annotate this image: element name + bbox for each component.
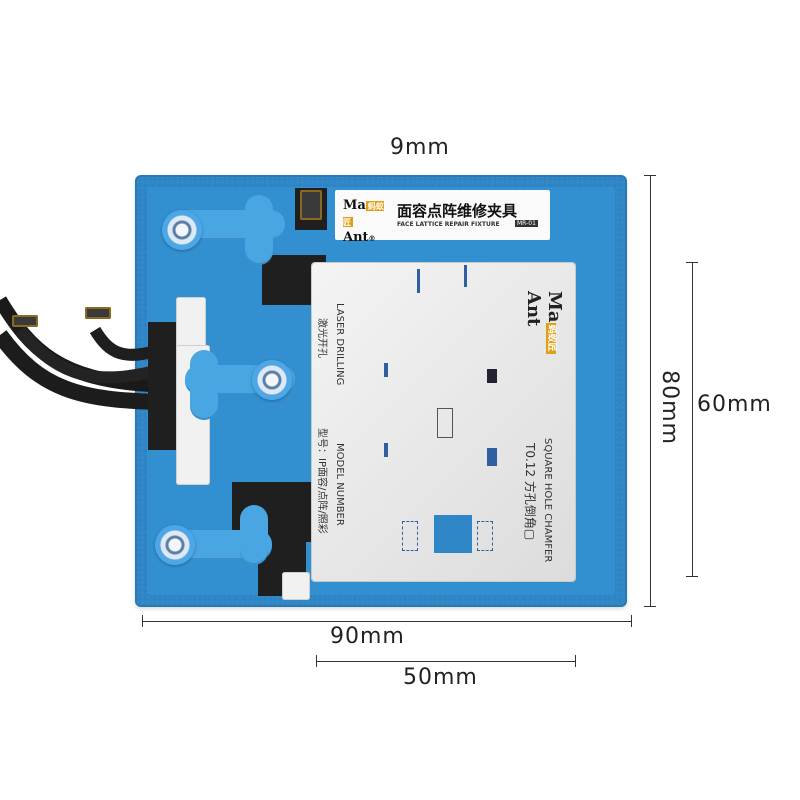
dimension-top-label: 9mm [390,135,450,160]
stencil-hole-mark-9 [384,443,388,457]
stencil-hole-mark-5 [487,448,497,466]
flex-cable-lower [0,330,161,410]
dimension-bottom-inner-label: 50mm [403,665,478,690]
brand-title: 面容点阵维修夹具 [397,202,518,220]
dimension-right-outer-tick-top [644,175,656,176]
dimension-right-outer-tick-bottom [644,606,656,607]
brand-logo-ma: Ma [343,198,366,213]
stencil-hole-mark-7 [477,521,493,551]
stencil-hole-mark-2 [464,265,467,287]
stencil-plate: Ma蚂蚁匠 Ant LASER DRILLING 激光开孔 MODEL NUMB… [312,263,575,581]
stencil-hole-mark-8 [384,363,388,377]
dimension-bottom-outer-tick-right [631,615,632,627]
stencil-logo-ant: Ant [523,291,544,327]
dimension-bottom-outer-line [142,621,632,622]
dimension-bottom-outer-tick-left [142,615,143,627]
clamp-arm-bottom-stem[interactable] [240,505,268,565]
stencil-laser-en: LASER DRILLING [334,303,345,386]
stencil-laser-cn: 激光开孔 [316,318,327,358]
stencil-logo-ma: Ma [544,291,565,323]
flex-cable-middle [15,326,162,384]
dimension-right-inner-tick-top [686,262,698,263]
clamp-arm-top-stem[interactable] [245,195,273,265]
stencil-model-en: MODEL NUMBER [334,443,345,526]
flex-connector-top [300,190,322,220]
dimension-bottom-inner-tick-right [575,655,576,667]
brand-subtitle: FACE LATTICE REPAIR FIXTURE [397,221,500,228]
stencil-logo-badge: 蚂蚁匠 [546,322,556,354]
stencil-hole-mark-1 [417,269,420,293]
dimension-right-inner-tick-bottom [686,576,698,577]
connector-pad-bottom [282,572,310,600]
brand-registered-mark: ® [368,234,376,243]
dimension-right-outer-line [650,175,651,607]
stencil-square-hole [434,515,472,553]
stencil-hole-mark-3 [487,369,497,383]
flex-connector-left [12,315,38,327]
flex-connector-middle [85,307,111,319]
clamp-knob-middle[interactable] [252,360,292,400]
brand-model-code: MR-01 [515,220,538,227]
stencil-chamfer-en: SQUARE HOLE CHAMFER [542,438,553,563]
stencil-logo: Ma蚂蚁匠 Ant [523,291,565,354]
clamp-arm-middle-stem[interactable] [190,350,218,420]
clamp-knob-bottom[interactable] [155,525,195,565]
dimension-bottom-inner-tick-left [316,655,317,667]
brand-logo-ant: Ant [343,230,369,245]
stencil-hole-mark-6 [402,521,418,551]
dimension-right-inner-label: 60mm [697,392,772,417]
dimension-bottom-inner-line [316,661,576,662]
dimension-right-inner-line [692,262,693,576]
dimension-bottom-outer-label: 90mm [330,624,405,649]
stencil-hole-mark-4 [437,408,453,438]
stencil-model-cn: 型号：IP面容/点阵/照彩 [316,428,327,534]
stencil-chamfer-cn: T0.12 方孔倒角▢ [523,443,537,541]
clamp-knob-top[interactable] [162,210,202,250]
